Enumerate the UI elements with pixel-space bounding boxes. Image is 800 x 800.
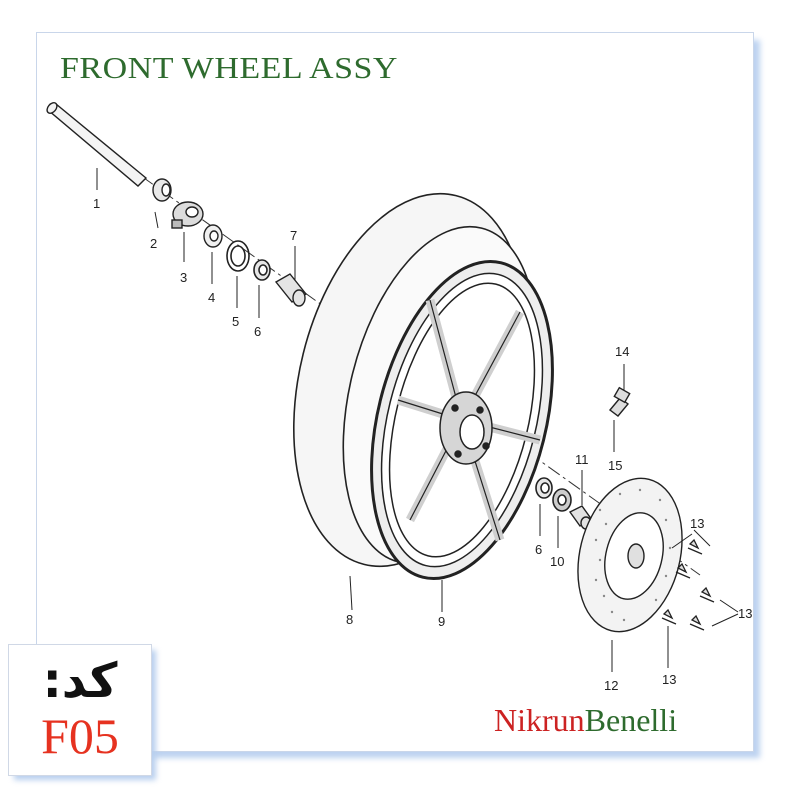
callout-6-right: 6 — [535, 542, 542, 557]
callout-8: 8 — [346, 612, 353, 627]
callout-7: 7 — [290, 228, 297, 243]
callout-14: 14 — [615, 344, 629, 359]
collar-part — [152, 178, 172, 202]
callout-4: 4 — [208, 290, 215, 305]
oil-seal-part — [226, 240, 250, 272]
brand-part-nikrun: Nikrun — [494, 702, 585, 738]
brand-part-benelli: Benelli — [584, 702, 678, 738]
spacer-part — [274, 273, 308, 307]
rim-part — [370, 260, 554, 580]
retainer-part — [203, 224, 223, 248]
callout-13-top: 13 — [690, 516, 704, 531]
callout-13-bottom: 13 — [662, 672, 676, 687]
axle-part — [46, 102, 148, 187]
callout-10: 10 — [550, 554, 564, 569]
brand-logo-text: NikrunBenelli — [494, 702, 677, 739]
callout-1: 1 — [93, 196, 100, 211]
leader-lines — [96, 168, 739, 672]
callout-11: 11 — [575, 452, 589, 467]
callout-9: 9 — [438, 614, 445, 629]
callout-2: 2 — [150, 236, 157, 251]
valve-part — [608, 386, 631, 417]
callout-6-left: 6 — [254, 324, 261, 339]
code-label: کد: — [42, 653, 118, 709]
brake-disc-part — [577, 477, 683, 633]
speedometer-drive-part — [171, 201, 204, 229]
callout-5: 5 — [232, 314, 239, 329]
callout-12: 12 — [604, 678, 618, 693]
diagram-title: FRONT WHEEL ASSY — [60, 52, 398, 86]
bearing-part-right — [535, 477, 553, 499]
bolt-parts — [661, 538, 715, 631]
code-value: F05 — [41, 708, 119, 764]
oil-seal-part-right — [552, 488, 572, 512]
code-box: کد: F05 — [8, 644, 152, 776]
callout-15: 15 — [608, 458, 622, 473]
bearing-part-left — [253, 259, 271, 281]
callout-13-right: 13 — [738, 606, 752, 621]
callout-3: 3 — [180, 270, 187, 285]
